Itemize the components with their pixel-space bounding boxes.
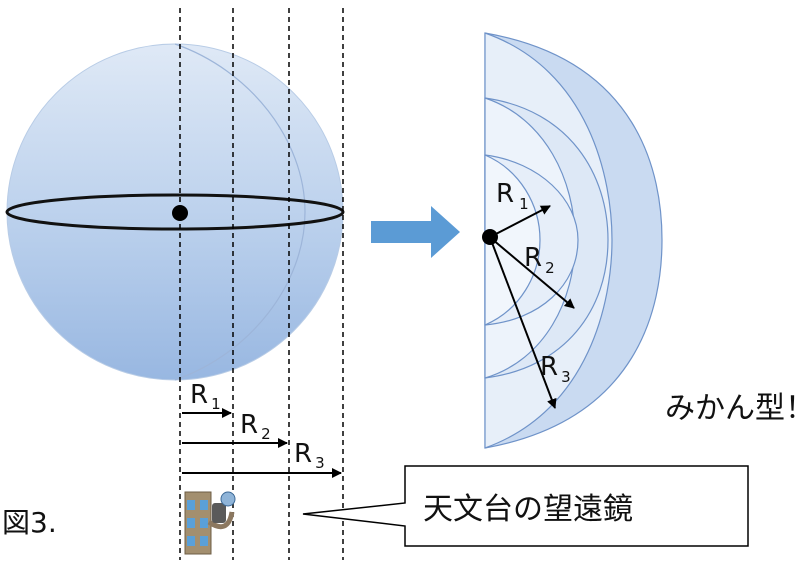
sphere-equator [5,193,345,231]
sphere-group [5,43,345,381]
radius-arrows [182,408,342,478]
shape-caption: みかん型！ [665,391,810,426]
figure-label: 図3. [2,506,57,539]
telescope-callout-bubble [302,465,749,547]
right-arrow-icon [371,206,460,258]
sphere-center-dot [172,205,188,221]
half-shells-group [484,32,663,449]
observatory-telescope-icon [184,491,236,555]
shell-radius-arrow-r2 [491,238,575,309]
dashed-guides [179,8,344,560]
shell-radius-arrows [490,205,575,409]
sphere-meridian [174,43,306,381]
telescope-callout-text: 天文台の望遠鏡 [423,492,633,527]
shell-radius-arrow-r3 [490,239,557,409]
inner-shell-inner-edge [484,154,541,326]
shell-radius-arrow-r1 [491,205,551,237]
